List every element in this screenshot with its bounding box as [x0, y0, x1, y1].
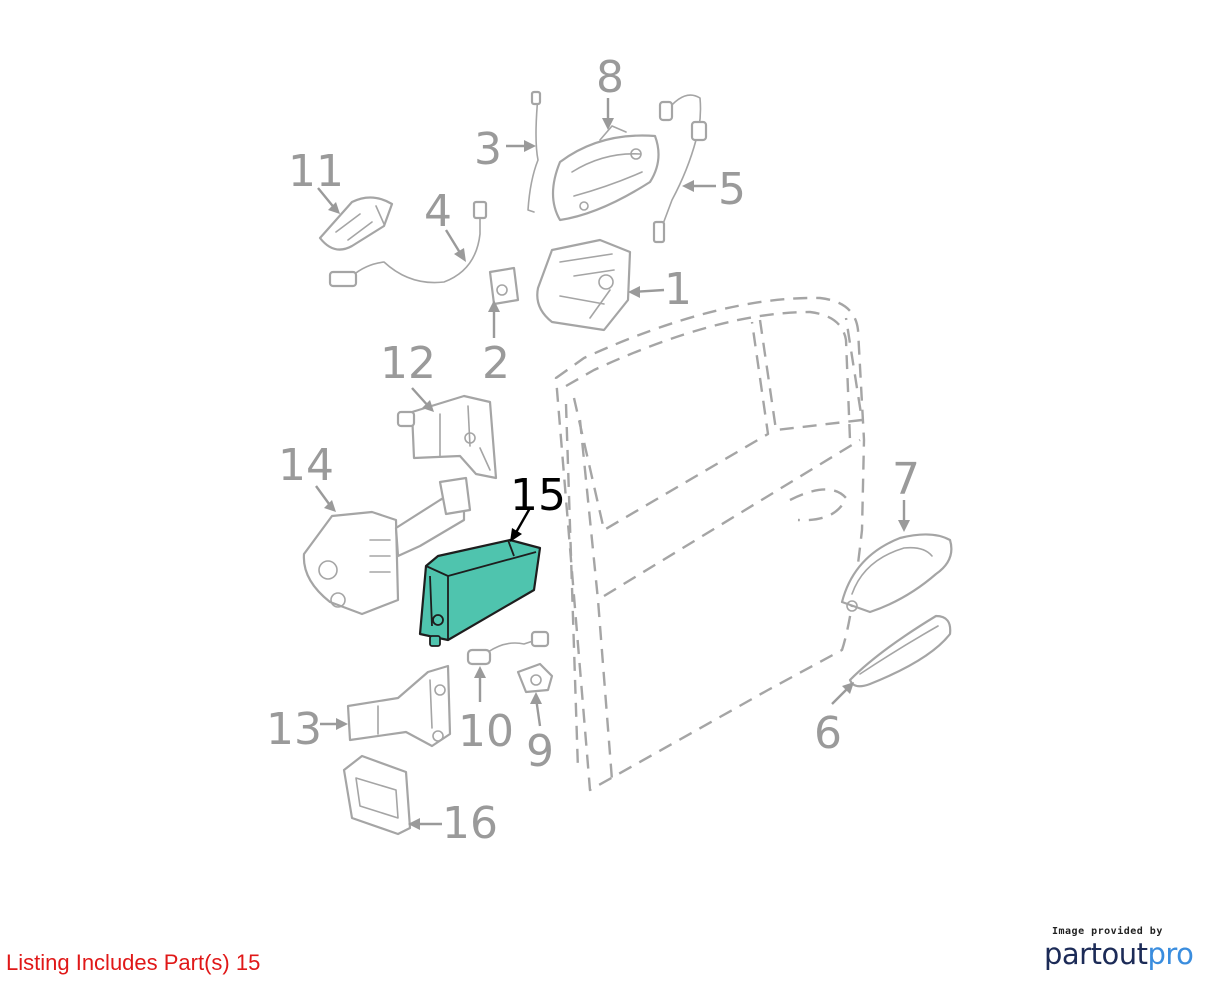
callout-3: 3	[474, 124, 502, 175]
part-12-upper-hinge	[396, 394, 498, 480]
callout-9: 9	[526, 726, 554, 777]
rear-door-outline	[554, 296, 866, 792]
callout-6: 6	[814, 708, 842, 759]
callout-5: 5	[718, 164, 746, 215]
part-13-lower-hinge	[346, 664, 452, 748]
callout-12: 12	[380, 338, 436, 389]
part-6-outer-handle	[848, 614, 952, 688]
callout-8: 8	[596, 52, 624, 103]
callout-4: 4	[424, 186, 452, 237]
part-7-handle-cup	[840, 533, 953, 614]
leader-lines	[315, 98, 910, 830]
callout-2: 2	[482, 338, 510, 389]
callout-labels: 1 2 3 4 5 6 7 8 9 10 11 12 13 14 15 16	[266, 52, 920, 849]
part-15-highlighted	[418, 538, 542, 647]
brand-wordmark: partoutpro	[1044, 937, 1204, 971]
callout-13: 13	[266, 704, 322, 755]
callout-16: 16	[442, 798, 498, 849]
brand-logo: Image provided by partoutpro	[1044, 926, 1204, 971]
part-4-cable	[328, 200, 488, 288]
callout-1: 1	[664, 264, 692, 315]
part-8-inner-handle	[551, 125, 660, 222]
part-16-bezel	[342, 754, 412, 836]
listing-note: Listing Includes Part(s) 15	[6, 950, 261, 975]
part-10-sensor	[466, 630, 550, 666]
callout-11: 11	[288, 146, 344, 197]
callout-15: 15	[510, 470, 566, 521]
brand-wordmark-part2: pro	[1147, 937, 1194, 971]
part-11-bracket	[318, 196, 394, 251]
callout-14: 14	[278, 440, 334, 491]
part-1-lock	[536, 238, 632, 332]
part-5-cable	[652, 94, 708, 244]
part-3-rod	[527, 90, 542, 213]
part-9-grommet	[516, 662, 554, 694]
part-2-clip	[488, 266, 520, 306]
callout-10: 10	[458, 706, 514, 757]
callout-7: 7	[892, 454, 920, 505]
brand-caption: Image provided by	[1052, 926, 1163, 937]
part-14-door-check	[302, 476, 472, 616]
brand-wordmark-part1: partout	[1044, 937, 1148, 971]
